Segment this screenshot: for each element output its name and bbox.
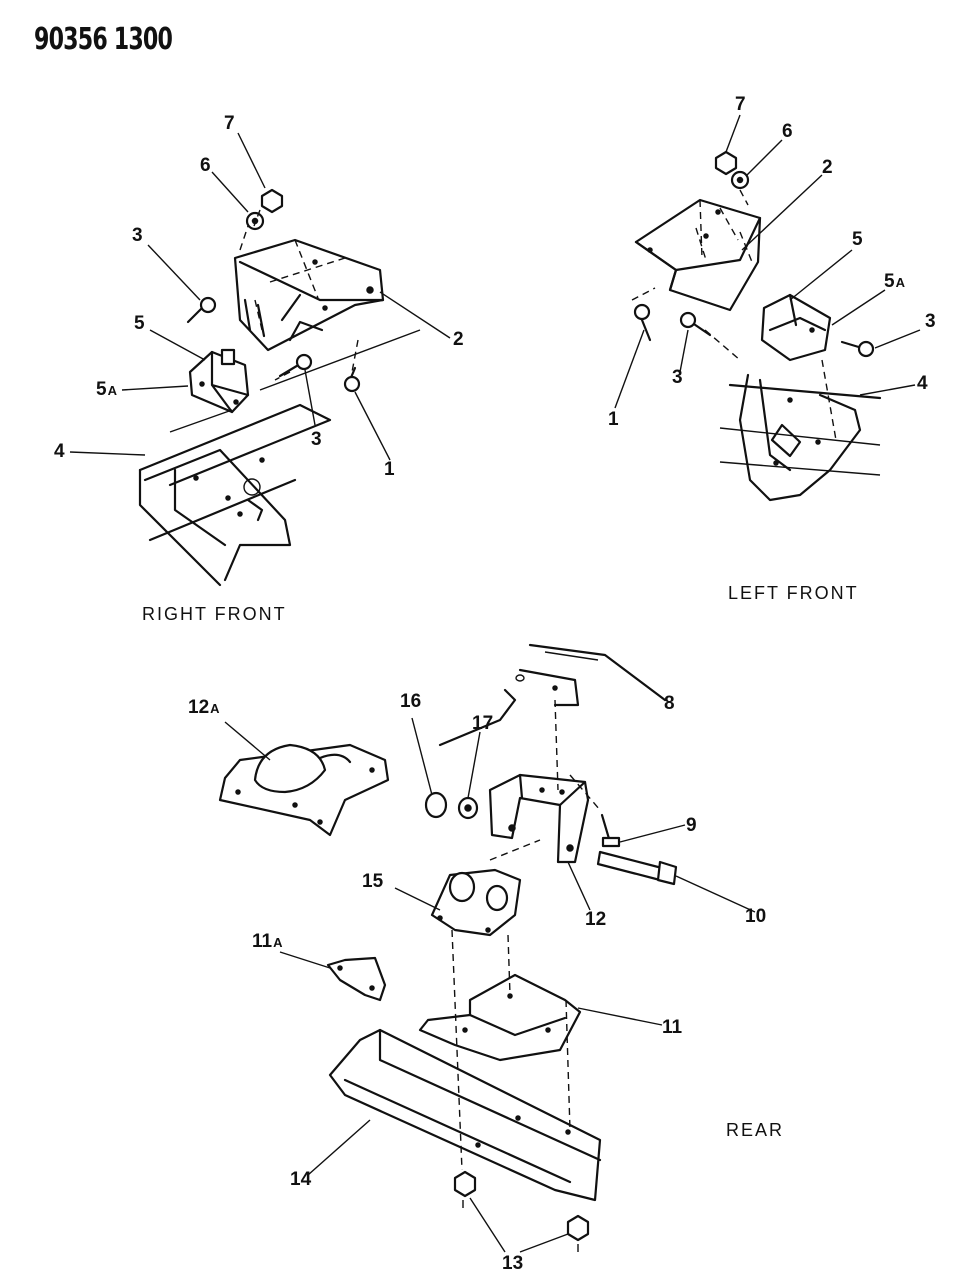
lf-mount-bracket xyxy=(634,198,762,312)
rf-leaders xyxy=(69,132,451,461)
callout-rf-2: 2 xyxy=(453,329,464,350)
callout-r-12a: 12A xyxy=(188,698,220,717)
rear-assembly xyxy=(218,643,756,1253)
rf-fasteners xyxy=(186,188,361,393)
rear-crossmember-14 xyxy=(328,1028,602,1202)
rear-bolt-9 xyxy=(569,774,621,848)
callout-r-16: 16 xyxy=(400,691,422,712)
rf-frame-rail xyxy=(138,329,421,587)
callout-rf-4: 4 xyxy=(54,441,65,462)
callout-r-12a-suffix: A xyxy=(210,701,220,716)
lf-insulator xyxy=(760,293,832,362)
callout-lf-3-left: 3 xyxy=(672,367,683,388)
rear-insulator-15 xyxy=(430,868,522,937)
section-label-rear: REAR xyxy=(726,1120,785,1140)
callout-r-17: 17 xyxy=(472,713,494,734)
callout-r-14: 14 xyxy=(290,1169,312,1190)
lf-frame-rail xyxy=(719,373,882,502)
callout-r-11a: 11A xyxy=(252,932,282,951)
rear-u-bracket xyxy=(488,773,590,864)
callout-lf-3-right: 3 xyxy=(925,311,936,332)
section-label-left-front: LEFT FRONT xyxy=(728,583,859,603)
rf-mount-bracket xyxy=(233,238,385,352)
callout-rf-6: 6 xyxy=(200,155,211,176)
rf-insulator xyxy=(188,348,250,414)
rear-mount-12a xyxy=(218,743,390,837)
callout-rf-5a-suffix: A xyxy=(107,383,117,398)
rear-bolt-10 xyxy=(596,850,678,886)
callout-r-11a-number: 11 xyxy=(252,931,273,952)
callout-r-11: 11 xyxy=(662,1017,683,1038)
left-front-assembly xyxy=(614,114,921,502)
callout-r-9: 9 xyxy=(686,815,697,836)
callout-r-11a-suffix: A xyxy=(273,935,283,950)
callout-rf-5a-number: 5 xyxy=(96,379,107,400)
callout-rf-3-lower: 3 xyxy=(311,429,322,450)
lf-fasteners xyxy=(631,150,875,441)
callout-rf-7: 7 xyxy=(224,113,235,134)
callout-r-13: 13 xyxy=(502,1253,524,1274)
callout-lf-6: 6 xyxy=(782,121,793,142)
callout-rf-5a: 5A xyxy=(96,380,117,399)
callout-rf-5: 5 xyxy=(134,313,145,334)
document-code: 90356 1300 xyxy=(34,22,173,57)
rear-leaders xyxy=(224,654,756,1253)
callout-r-15: 15 xyxy=(362,871,384,892)
callout-lf-5a: 5A xyxy=(884,272,905,291)
rear-alignment-lines xyxy=(451,699,571,1171)
right-front-assembly xyxy=(69,132,451,587)
callout-r-12: 12 xyxy=(585,909,607,930)
rear-plate-11 xyxy=(418,973,582,1062)
callout-rf-3-upper: 3 xyxy=(132,225,143,246)
callout-r-12a-number: 12 xyxy=(188,697,210,718)
callout-lf-5: 5 xyxy=(852,229,863,250)
callout-lf-5a-number: 5 xyxy=(884,271,895,292)
section-label-right-front: RIGHT FRONT xyxy=(142,604,287,624)
callout-r-10: 10 xyxy=(745,906,767,927)
rear-nut-washer xyxy=(424,791,479,820)
callout-lf-1: 1 xyxy=(608,409,619,430)
callout-rf-1: 1 xyxy=(384,459,395,480)
callout-lf-5a-suffix: A xyxy=(895,275,905,290)
callout-r-8: 8 xyxy=(664,693,675,714)
lf-leaders xyxy=(614,114,921,409)
callout-lf-7: 7 xyxy=(735,94,746,115)
rear-bracket-11a xyxy=(326,956,387,1002)
callout-lf-2: 2 xyxy=(822,157,833,178)
callout-lf-4: 4 xyxy=(917,373,928,394)
